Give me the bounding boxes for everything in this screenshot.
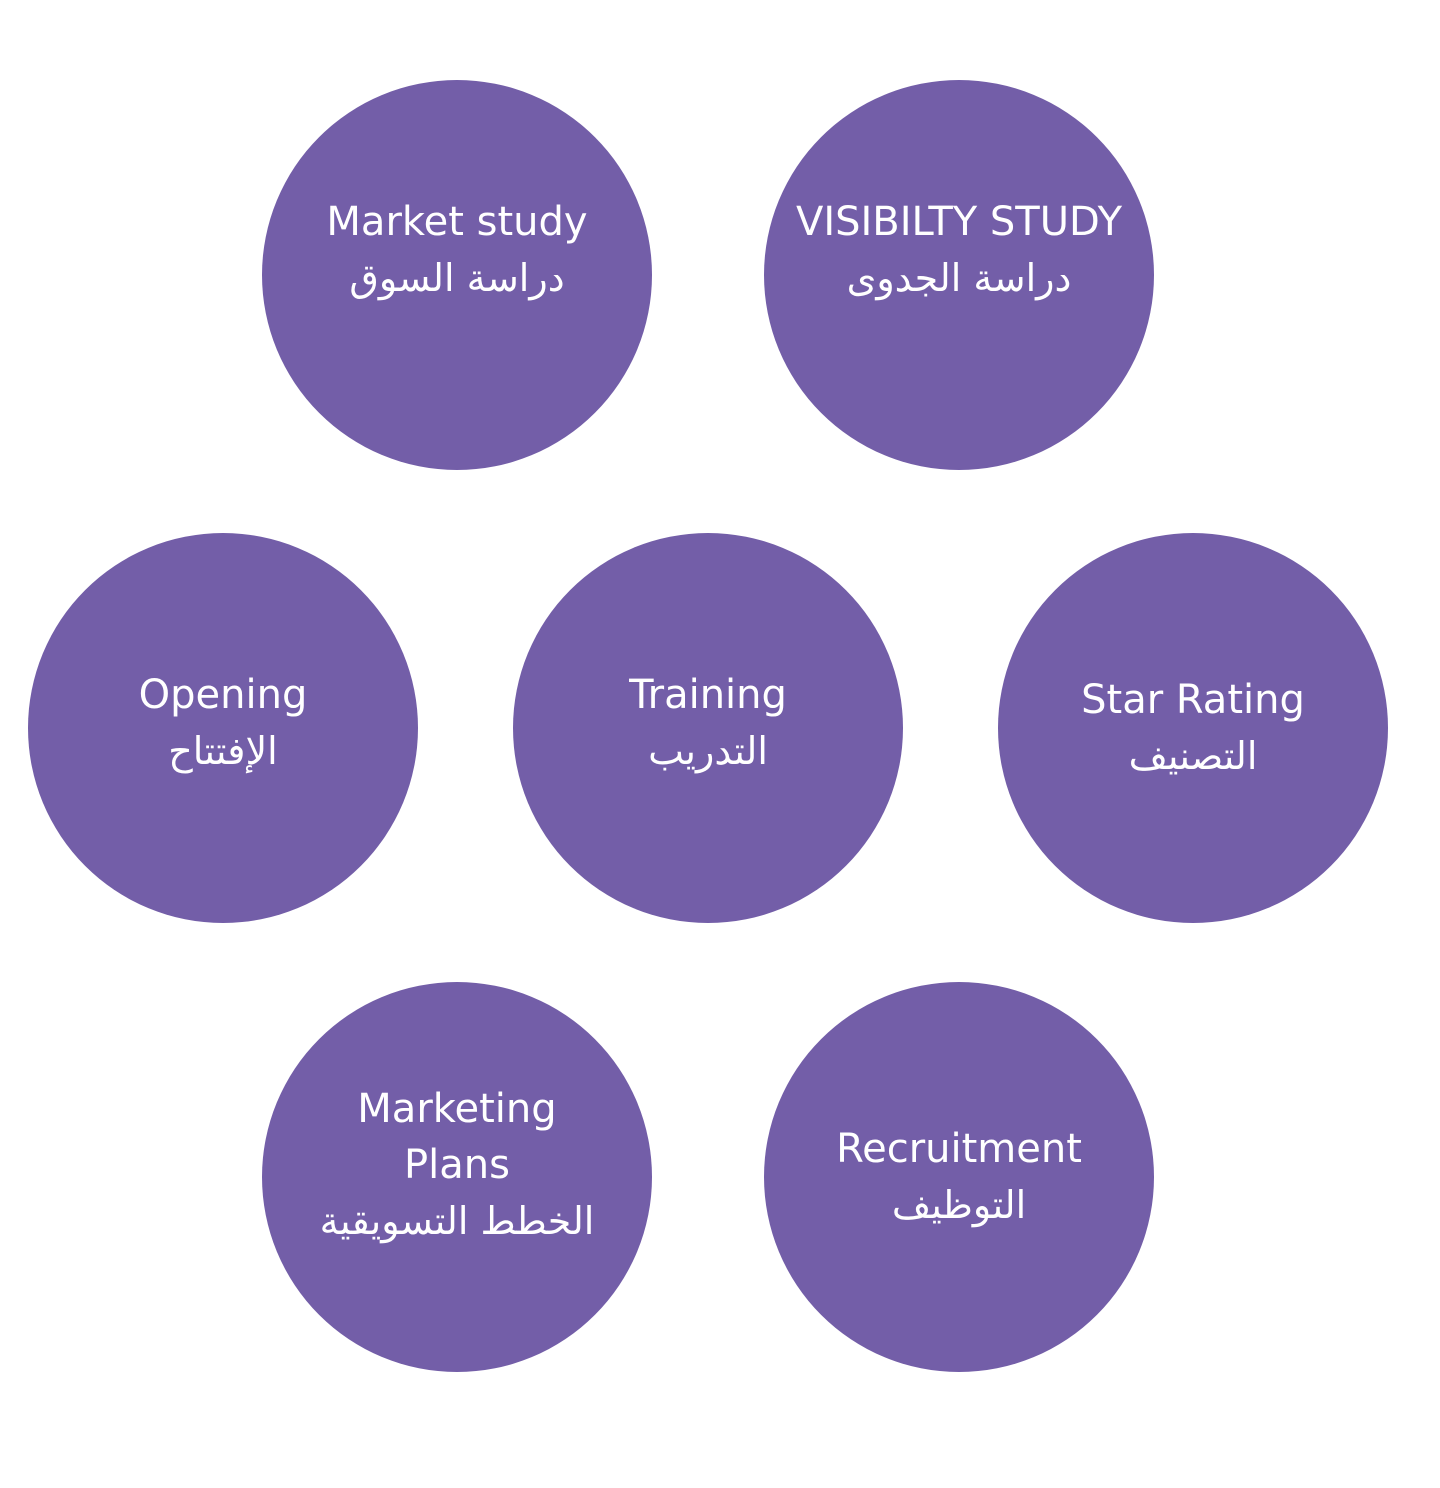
node-label-english: Star Rating [1081,677,1305,723]
node-market-study: Market study دراسة السوق [262,80,652,470]
node-label-arabic: دراسة الجدوى [846,256,1072,300]
node-label-english: Market study [326,199,588,245]
node-label-arabic: التوظيف [891,1183,1027,1227]
node-marketing-plans: Marketing Plans الخطط التسويقية [262,982,652,1372]
node-label-arabic: التدريب [648,729,768,773]
node-label-english: Marketing Plans [357,1085,557,1188]
node-label-english: VISIBILTY STUDY [795,199,1123,245]
node-training: Training التدريب [513,533,903,923]
node-label-english: Recruitment [836,1126,1082,1172]
node-star-rating: Star Rating التصنيف [998,533,1388,923]
node-visibility-study: VISIBILTY STUDY دراسة الجدوى [764,80,1154,470]
node-label-english: Training [629,672,787,718]
node-recruitment: Recruitment التوظيف [764,982,1154,1372]
node-label-english: Opening [138,672,308,718]
node-label-arabic: الخطط التسويقية [319,1198,595,1243]
node-label-arabic: الإفتتاح [168,729,278,773]
node-label-arabic: دراسة السوق [349,256,565,300]
node-label-arabic: التصنيف [1128,734,1258,778]
node-opening: Opening الإفتتاح [28,533,418,923]
